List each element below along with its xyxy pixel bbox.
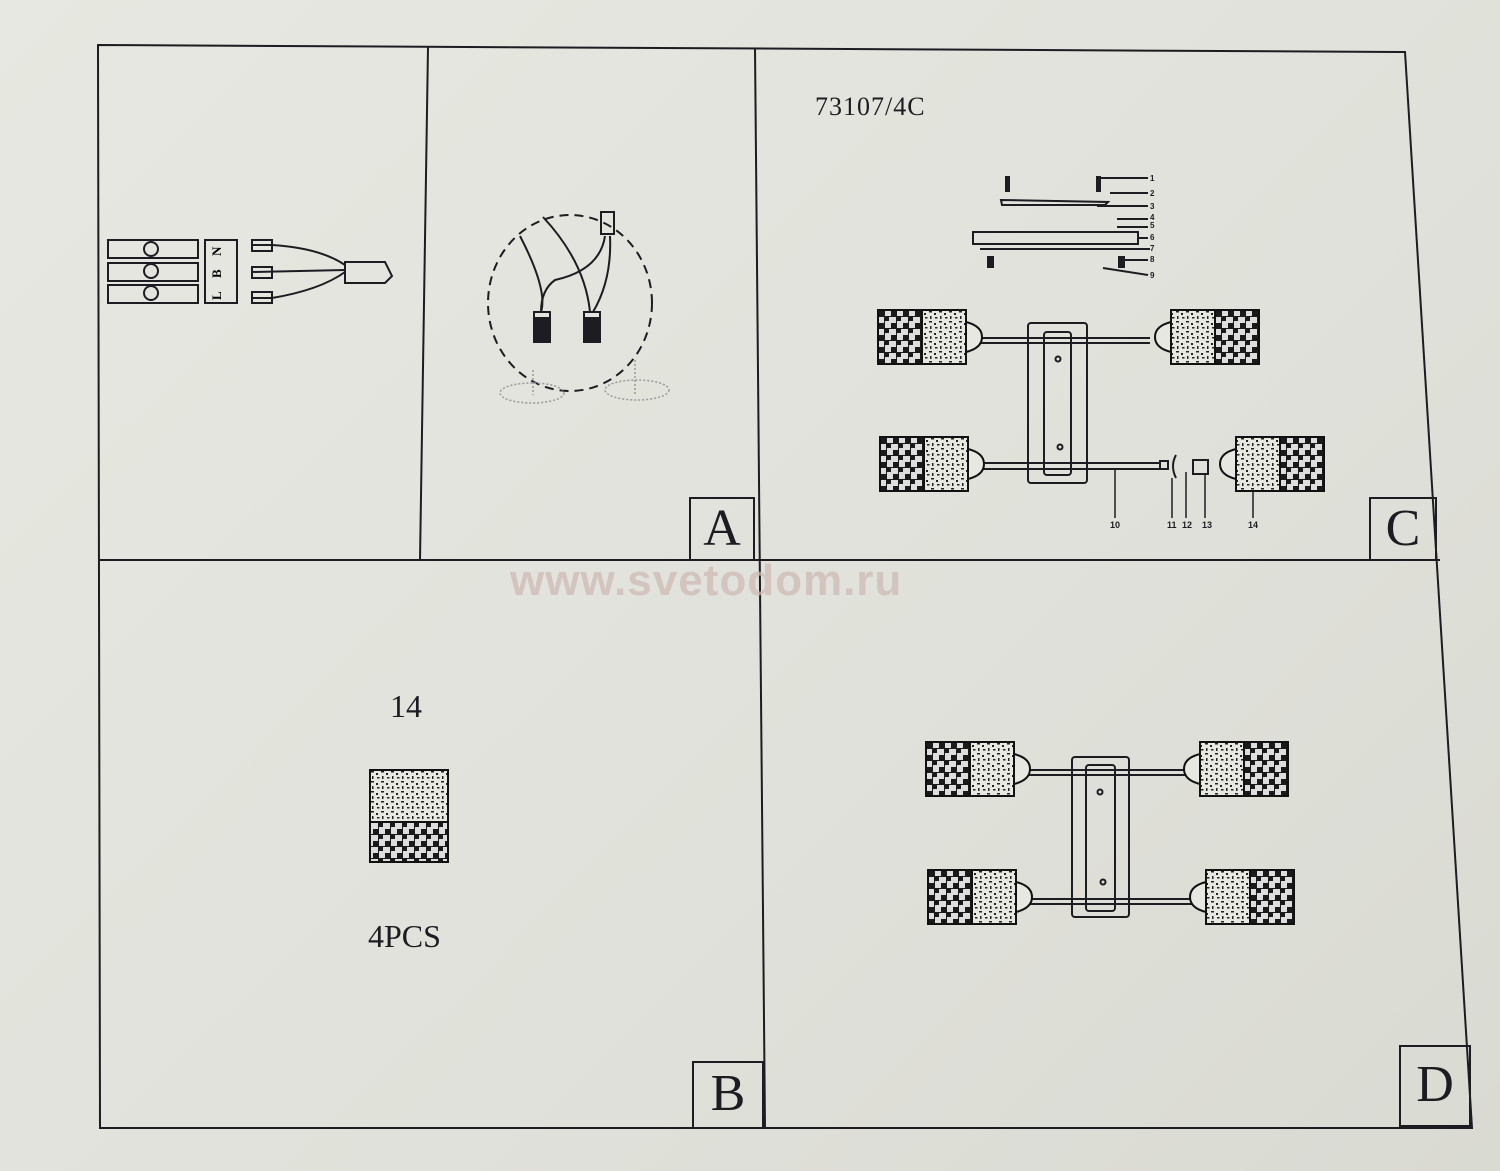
watermark: www.svetodom.ru	[510, 556, 903, 605]
svg-text:N: N	[209, 246, 224, 256]
svg-text:3: 3	[1150, 202, 1155, 211]
svg-text:B: B	[209, 269, 224, 278]
part-quantity: 4PCS	[368, 918, 441, 954]
panel-label-c: C	[1385, 500, 1421, 557]
svg-text:1: 1	[1150, 174, 1155, 183]
svg-text:5: 5	[1150, 221, 1155, 230]
panel-label-b: B	[710, 1065, 746, 1122]
svg-text:4: 4	[1150, 213, 1155, 222]
panel-label-d: D	[1416, 1056, 1454, 1113]
svg-text:7: 7	[1150, 244, 1155, 253]
svg-text:10: 10	[1110, 520, 1120, 530]
part-number: 14	[390, 688, 422, 724]
svg-text:6: 6	[1150, 233, 1155, 242]
svg-text:11: 11	[1167, 520, 1177, 530]
svg-text:2: 2	[1150, 189, 1155, 198]
model-number: 73107/4C	[815, 92, 926, 121]
svg-text:L: L	[209, 291, 224, 300]
svg-text:14: 14	[1248, 520, 1258, 530]
svg-text:9: 9	[1150, 271, 1155, 280]
svg-text:8: 8	[1150, 255, 1155, 264]
svg-text:12: 12	[1182, 520, 1192, 530]
panel-label-a: A	[703, 500, 741, 557]
svg-text:13: 13	[1202, 520, 1212, 530]
